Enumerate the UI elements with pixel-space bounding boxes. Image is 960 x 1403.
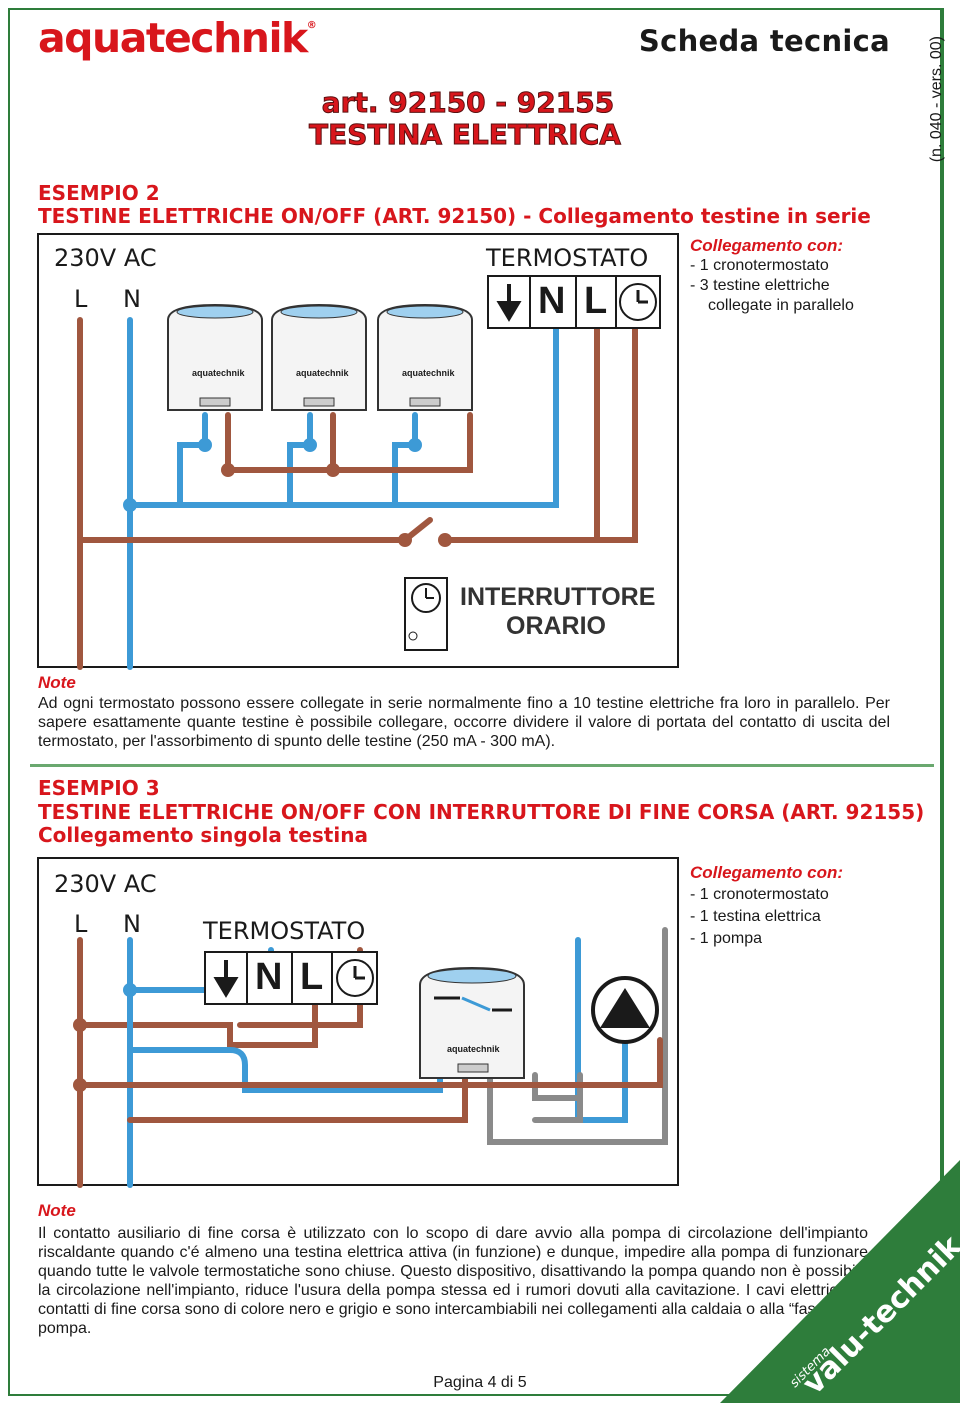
- ex2-note-head: Note: [38, 673, 76, 692]
- timer-clock-icon: [411, 583, 441, 613]
- ex2-n-label: N: [123, 285, 141, 313]
- example3-subheading: TESTINE ELETTRICHE ON/OFF CON INTERRUTTO…: [38, 800, 925, 824]
- ex2-l-label: L: [74, 285, 88, 313]
- ex3-actuator-head: [419, 966, 525, 1079]
- ex3-thermo-n: N: [255, 956, 283, 998]
- ex3-thermostat-label: TERMOSTATO: [203, 917, 366, 945]
- ex3-n-label: N: [123, 910, 141, 938]
- page-border: [8, 8, 944, 1396]
- ex2-connection-item: collegate in parallelo: [708, 297, 854, 314]
- example2-diagram-frame: [37, 233, 679, 668]
- ex2-thermo-n: N: [538, 280, 566, 322]
- ex3-connection-item: - 1 testina elettrica: [690, 908, 821, 925]
- ex3-ground-arrow-icon: [213, 960, 239, 998]
- clock-icon: [619, 283, 657, 321]
- ex3-thermo-l: L: [300, 956, 324, 998]
- example3-subheading-2: Collegamento singola testina: [38, 823, 368, 847]
- example2-heading: ESEMPIO 2: [38, 181, 160, 205]
- ex2-head2-brand: aquatechnik: [296, 368, 349, 378]
- ex3-connection-list: Collegamento con: - 1 cronotermostato - …: [690, 862, 843, 950]
- example3-heading: ESEMPIO 3: [38, 776, 160, 800]
- actuator-head-2: [271, 303, 367, 411]
- ex2-head3-brand: aquatechnik: [402, 368, 455, 378]
- ground-arrow-icon: [496, 284, 522, 322]
- ex2-connection-item: - 3 testine elettriche: [690, 277, 830, 294]
- ex3-clock-icon: [336, 959, 374, 997]
- actuator-head-3: [377, 303, 473, 411]
- ex3-voltage: 230V AC: [54, 870, 157, 898]
- ex2-note-text: Ad ogni termostato possono essere colleg…: [38, 695, 890, 750]
- ex3-head-brand: aquatechnik: [447, 1044, 500, 1054]
- page-number: Pagina 4 di 5: [433, 1374, 527, 1391]
- document-type: Scheda tecnica: [638, 24, 890, 58]
- example3-wiring-diagram: [37, 857, 679, 1188]
- example3-diagram-frame: [37, 857, 679, 1186]
- actuator-head-1: [167, 303, 263, 411]
- ex2-thermo-l: L: [584, 280, 608, 322]
- ex2-timer-label-2: ORARIO: [506, 612, 606, 640]
- ex2-connection-head: Collegamento con:: [690, 236, 844, 255]
- ex2-thermostat-label: TERMOSTATO: [486, 244, 649, 272]
- article-numbers: art. 92150 - 92155: [321, 86, 615, 120]
- ex3-note-text: Il contatto ausiliario di fine corsa è u…: [38, 1225, 868, 1337]
- section-divider: [30, 764, 934, 767]
- ex2-timer-label-1: INTERRUTTORE: [460, 583, 656, 611]
- ex3-connection-head: Collegamento con:: [690, 863, 844, 882]
- n-to-thermostat: [127, 317, 559, 508]
- product-title: TESTINA ELETTRICA: [309, 118, 622, 152]
- ex3-l-label: L: [74, 910, 88, 938]
- ex3-connection-item: - 1 cronotermostato: [690, 886, 829, 903]
- ex3-connection-item: - 1 pompa: [690, 930, 763, 947]
- ex2-connection-list: Collegamento con: - 1 cronotermostato - …: [690, 236, 854, 316]
- example2-subheading: TESTINE ELETTRICHE ON/OFF (ART. 92150) -…: [38, 204, 871, 228]
- ex2-connection-item: - 1 cronotermostato: [690, 257, 829, 274]
- ex2-voltage: 230V AC: [54, 244, 157, 272]
- ex2-head1-brand: aquatechnik: [192, 368, 245, 378]
- brand-logo: aquatechnik®: [38, 14, 317, 62]
- ex3-note-head: Note: [38, 1201, 76, 1220]
- example2-wiring-diagram: [37, 233, 679, 670]
- valu-technik-badge: sistema valu-technik: [720, 1160, 960, 1403]
